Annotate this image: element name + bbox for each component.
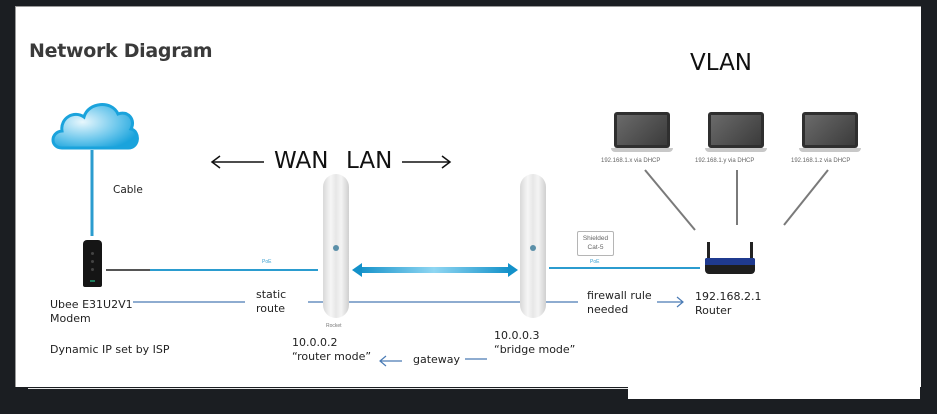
modem-note: Dynamic IP set by ISP bbox=[50, 343, 170, 356]
gateway-label: gateway bbox=[413, 353, 461, 366]
wan-arrow-icon bbox=[210, 155, 264, 169]
antenna-icon-left bbox=[323, 174, 349, 318]
page-title: Network Diagram bbox=[29, 40, 213, 62]
lan-arrow-icon bbox=[402, 155, 452, 169]
wan-heading: WAN bbox=[274, 148, 329, 174]
laptop-icon bbox=[799, 112, 861, 162]
diagram-sheet-extension bbox=[628, 385, 920, 399]
cloud-icon bbox=[51, 103, 139, 150]
static-route-label: static route bbox=[256, 288, 287, 315]
poe-label-right: PoE bbox=[590, 259, 600, 265]
wireless-link-arrow bbox=[352, 263, 518, 277]
vlan-heading: VLAN bbox=[690, 50, 753, 76]
laptop-label-3: 192.168.1.z via DHCP bbox=[791, 158, 851, 164]
modem-icon bbox=[83, 240, 102, 287]
diagram-sheet bbox=[15, 6, 921, 387]
laptop-link-3 bbox=[783, 169, 829, 226]
modem-name: Ubee E31U2V1 bbox=[50, 298, 133, 311]
laptop-link-1 bbox=[644, 169, 696, 231]
lan-heading: LAN bbox=[346, 148, 393, 174]
antenna-icon-right bbox=[520, 174, 546, 318]
cable-label: Cable bbox=[113, 184, 143, 196]
router-ip: 192.168.2.1 bbox=[695, 290, 762, 303]
modem-type: Modem bbox=[50, 312, 91, 325]
router-type: Router bbox=[695, 304, 732, 317]
antenna-right-ip: 10.0.0.3 bbox=[494, 329, 540, 342]
laptop-icon bbox=[611, 112, 673, 162]
gateway-arrow-icon bbox=[379, 355, 402, 367]
laptop-icon bbox=[705, 112, 767, 162]
firewall-label: firewall rule needed bbox=[587, 289, 652, 316]
poe-label-left: PoE bbox=[262, 259, 272, 265]
antenna-right-mode: “bridge mode” bbox=[494, 343, 576, 356]
sheet-divider bbox=[28, 388, 628, 389]
antenna-left-mode: “router mode” bbox=[292, 350, 372, 363]
firewall-arrow-icon bbox=[657, 296, 684, 308]
antenna-left-caption: Rocket bbox=[326, 323, 342, 329]
shielded-cable-label: Shielded Cat-5 bbox=[577, 231, 614, 256]
antenna-left-ip: 10.0.0.2 bbox=[292, 336, 338, 349]
laptop-label-2: 192.168.1.y via DHCP bbox=[695, 158, 755, 164]
router-icon bbox=[705, 242, 755, 276]
laptop-label-1: 192.168.1.x via DHCP bbox=[601, 158, 661, 164]
